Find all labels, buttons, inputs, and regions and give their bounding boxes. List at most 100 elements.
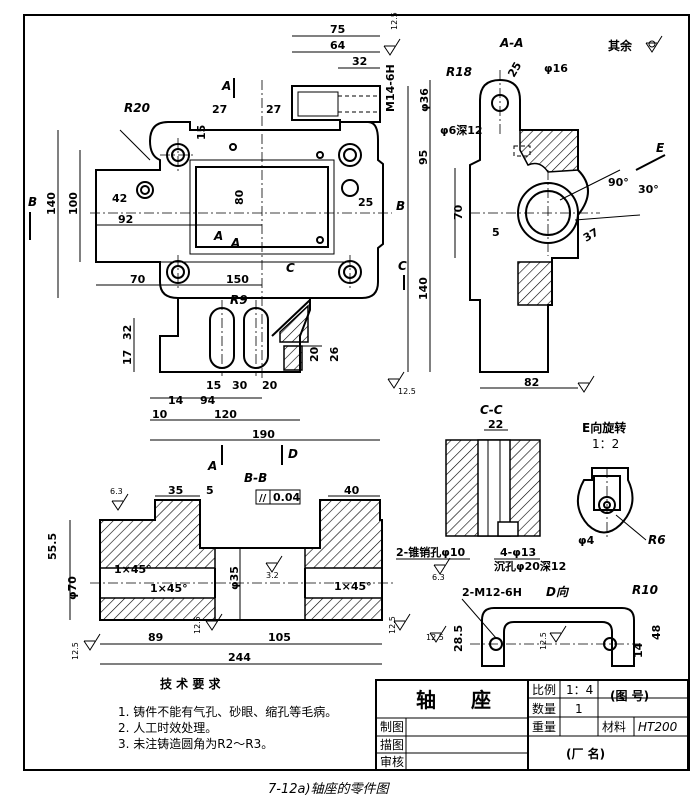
marker-a-inner: A: [213, 229, 223, 243]
label-d-view: D向: [546, 585, 570, 599]
label-e-scale: 1：2: [592, 437, 619, 451]
dim-bb-ch1: 1×45°: [114, 563, 152, 576]
dim-14: 14: [168, 394, 184, 407]
marker-a-inner2: A: [230, 236, 240, 250]
dim-42: 42: [112, 192, 127, 205]
dim-120: 120: [214, 408, 237, 421]
roughness-bb-125c: 12.5: [388, 616, 397, 634]
dim-75: 75: [330, 23, 345, 36]
marker-c-left: C: [286, 261, 295, 275]
svg-text://: //: [259, 493, 267, 504]
dim-cc-cb2: 沉孔φ20深12: [494, 559, 566, 573]
roughness-main-bottom: 12.5: [398, 387, 416, 396]
scale-label: 比例: [532, 683, 556, 697]
dim-m14: M14-6H: [384, 64, 397, 112]
dim-94: 94: [200, 394, 216, 407]
dim-aa-phi16: φ16: [544, 62, 568, 75]
dim-aa-phi6: φ6深12: [440, 123, 483, 137]
dim-aa-30deg: 30°: [638, 183, 659, 196]
dim-64: 64: [330, 39, 346, 52]
qty-label: 数量: [532, 701, 556, 716]
roughness-d2: 12.5: [539, 632, 548, 650]
dim-d-48: 48: [650, 625, 663, 640]
weight-label: 重量: [532, 720, 556, 734]
dim-d-m12: 2-M12-6H: [462, 586, 522, 599]
factory-name: (厂 名): [566, 746, 605, 761]
dim-aa-25: 25: [505, 60, 524, 80]
dim-bb-244: 244: [228, 651, 251, 664]
traced-label: 描图: [380, 738, 404, 752]
dim-bb-40: 40: [344, 484, 360, 497]
drawing-border: [23, 14, 690, 771]
dim-80: 80: [233, 189, 246, 205]
dim-aa-70: 70: [452, 204, 465, 220]
dim-92: 92: [118, 213, 133, 226]
section-markers: A A A A B B C C D E: [28, 78, 666, 473]
view-d: D向 2-M12-6H R10 28.5 48 14 12.5 12.5: [426, 583, 663, 667]
dim-30: 30: [232, 379, 248, 392]
tolerance-value: 0.04: [273, 491, 300, 504]
material-label: 材料: [602, 720, 626, 734]
dim-bb-105: 105: [268, 631, 291, 644]
dim-26v: 26: [328, 346, 341, 362]
dim-r20: R20: [124, 101, 150, 115]
dim-bb-ch3: 1×45°: [334, 580, 372, 593]
dim-aa-r18: R18: [446, 65, 472, 79]
dim-cc-22: 22: [488, 418, 503, 431]
dim-25: 25: [358, 196, 373, 209]
dim-17: 17: [121, 350, 134, 365]
part-name: 轴 座: [416, 688, 505, 712]
dim-bb-35: 35: [168, 484, 183, 497]
dim-15: 15: [195, 125, 208, 140]
drawing-number: (图 号): [610, 688, 649, 703]
dim-140: 140: [45, 192, 58, 215]
dim-aa-phi36: φ36: [418, 88, 431, 112]
dim-20: 20: [262, 379, 278, 392]
marker-b-right: B: [396, 199, 405, 213]
main-view: [57, 35, 409, 441]
dim-150: 150: [226, 273, 249, 286]
dim-bb-5: 5: [206, 484, 214, 497]
dim-cc-cb: 4-φ13: [500, 546, 536, 559]
requirement-3: 3. 未注铸造圆角为R2～R3。: [118, 736, 273, 751]
marker-a-bottom: A: [207, 459, 217, 473]
dim-d-r10: R10: [632, 583, 658, 597]
dim-cc-pin: 2-锥销孔φ10: [396, 545, 465, 559]
marker-a-top: A: [221, 79, 231, 93]
drawn-label: 制图: [380, 720, 404, 734]
requirement-1: 1. 铸件不能有气孔、砂眼、缩孔等毛病。: [118, 704, 337, 719]
label-e-rot: E向旋转: [582, 420, 626, 435]
section-aa: A-A R18 25 φ16 φ36 φ6深12 95 70 5 140 82 …: [417, 36, 659, 393]
dim-32s: 32: [121, 325, 134, 340]
dim-e-r6: R6: [648, 533, 666, 547]
dim-20v: 20: [308, 346, 321, 362]
dim-bb-55: 55.5: [46, 533, 59, 560]
dim-bb-phi70: φ70: [66, 576, 79, 600]
dim-27a: 27: [212, 103, 227, 116]
dim-aa-90deg: 90°: [608, 176, 629, 189]
label-cc: C-C: [480, 403, 503, 417]
roughness-bb-63: 6.3: [110, 487, 123, 496]
roughness-bb-32: 3.2: [266, 571, 279, 580]
roughness-symbol-top: [383, 38, 401, 56]
qty-value: 1: [575, 702, 583, 716]
section-cc: C-C 22 2-锥销孔φ10 4-φ13 沉孔φ20深12 6.3: [396, 403, 566, 582]
material-value: HT200: [638, 720, 678, 734]
checked-label: 审核: [380, 754, 404, 769]
main-view-dims: 75 64 32 R20 27 27 15 140 100 42 92 80 2…: [45, 12, 416, 441]
roughness-d1: 12.5: [426, 633, 444, 642]
roughness-bb-125: 12.5: [71, 642, 80, 660]
dim-d-14: 14: [632, 642, 645, 658]
roughness-aa: [577, 375, 595, 393]
dim-aa-5: 5: [492, 226, 500, 239]
dim-15b: 15: [206, 379, 221, 392]
roughness-bb-125b: 12.5: [193, 616, 202, 634]
roughness-symbol-main: [387, 371, 405, 389]
marker-e: E: [656, 141, 665, 155]
dim-r9: R9: [230, 293, 248, 307]
dim-32: 32: [352, 55, 367, 68]
surface-note: 其余: [608, 35, 663, 53]
requirement-2: 2. 人工时效处理。: [118, 720, 217, 735]
dim-e-phi4: φ4: [578, 534, 595, 547]
